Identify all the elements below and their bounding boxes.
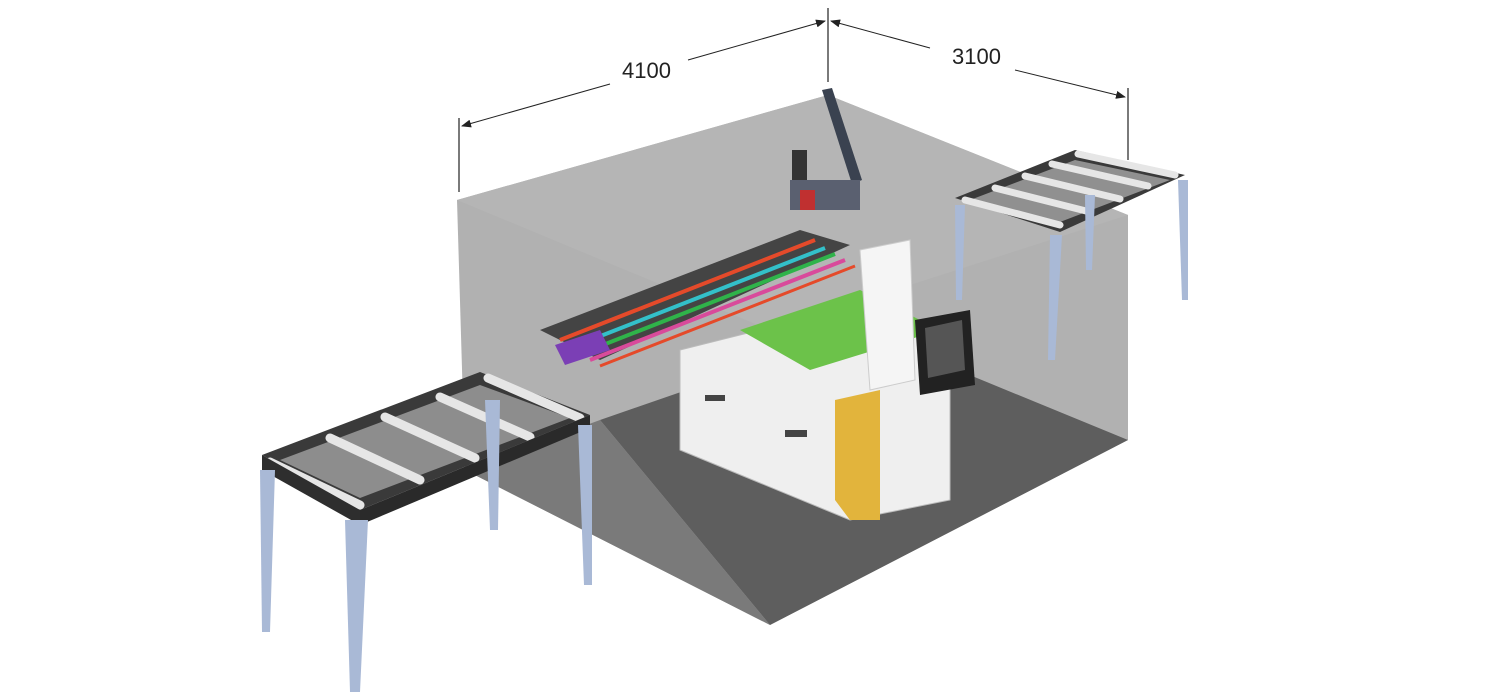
outfeed-roller-table [955,150,1188,360]
length-label: 4100 [622,58,671,83]
yellow-panel [835,390,880,520]
width-dimension-line [830,19,931,49]
machine [540,88,975,521]
length-dimension-line [461,83,611,128]
saw-head [859,239,916,391]
gantry-arm [790,88,862,210]
profile-bars [540,230,856,368]
table-legs [260,400,592,692]
rollers [961,150,1179,229]
table-legs [955,180,1188,360]
dimension-lines: 4100 3100 [458,8,1129,192]
width-label: 3100 [952,44,1001,69]
infeed-roller-table [260,372,592,692]
